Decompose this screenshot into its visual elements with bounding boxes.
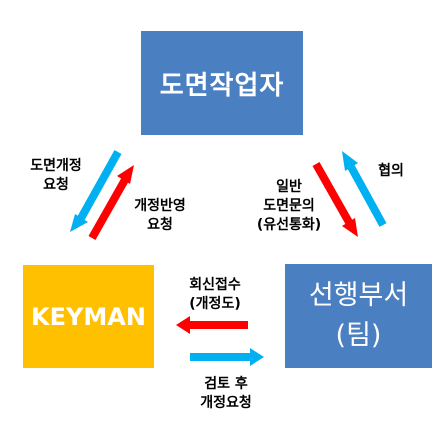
node-preceding-department-label: 선행부서 — [308, 280, 409, 311]
arrow-review-request — [190, 348, 264, 366]
arrow-request-revision — [70, 150, 122, 232]
arrow-general-inquiry — [312, 162, 358, 237]
label-consult: 협의 — [378, 163, 404, 179]
node-keyman: KEYMAN — [23, 265, 154, 368]
arrow-reply-received — [176, 316, 248, 334]
label-apply-revision: 개정반영 요청 — [134, 198, 186, 233]
label-reply-received: 회신접수 (개정도) — [189, 277, 241, 312]
node-drawing-worker: 도면작업자 — [141, 31, 303, 135]
label-general-inquiry: 일반 도면문의 (유선통화) — [256, 179, 322, 233]
label-review-request: 검토 후 개정요청 — [200, 376, 252, 411]
arrow-consult — [342, 151, 387, 227]
node-drawing-worker-label: 도면작업자 — [159, 70, 285, 101]
node-preceding-department: 선행부서 (팀) — [285, 264, 432, 368]
node-keyman-label: KEYMAN — [31, 302, 146, 331]
label-request-revision: 도면개정 요청 — [30, 158, 82, 193]
node-preceding-department-sublabel: (팀) — [335, 320, 382, 351]
arrow-apply-revision — [88, 165, 134, 240]
